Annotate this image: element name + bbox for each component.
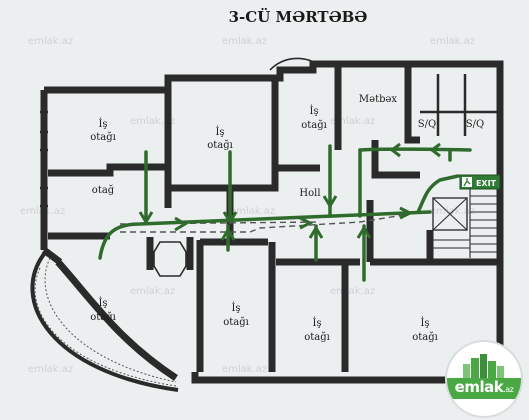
room-wc-left: S/Q: [418, 119, 436, 130]
room-office-round-line1: İş: [98, 297, 107, 309]
room-office-bottom-1-line2: otağı: [223, 317, 249, 328]
corridor-line: [120, 213, 411, 233]
logo-brand: emlak.az: [447, 378, 521, 399]
watermark: emlak.az: [130, 116, 175, 127]
room-left: otağ: [92, 185, 115, 196]
room-office-top-mid-line2: otağı: [207, 140, 233, 151]
room-office-bottom-3-line1: İş: [420, 317, 429, 329]
room-office-bottom-1-line1: İş: [231, 302, 240, 314]
emlak-logo[interactable]: emlak.az: [447, 342, 521, 416]
room-office-top-right-line1: İş: [309, 105, 318, 117]
watermark: emlak.az: [330, 286, 375, 297]
exit-sign: EXIT: [459, 174, 501, 190]
watermark: emlak.az: [330, 116, 375, 127]
room-office-top-left-line1: İş: [98, 118, 107, 130]
room-office-round-line2: otağı: [90, 312, 116, 323]
exit-label: EXIT: [476, 179, 497, 188]
watermark: emlak.az: [230, 206, 275, 217]
watermark: emlak.az: [222, 364, 267, 375]
column: [153, 241, 187, 277]
stairs: [432, 186, 500, 258]
outer-walls: [30, 57, 504, 392]
city-skyline-icon: [463, 354, 504, 380]
watermark: emlak.az: [28, 364, 73, 375]
watermark: emlak.az: [222, 36, 267, 47]
room-office-bottom-2-line1: İş: [312, 317, 321, 329]
watermark: emlak.az: [28, 36, 73, 47]
room-wc-right: S/Q: [466, 119, 484, 130]
floor-title: 3-CÜ MƏRTƏBƏ: [229, 7, 368, 26]
room-office-bottom-3-line2: otağı: [412, 332, 438, 343]
room-kitchen: Mətbəx: [359, 94, 397, 105]
room-office-top-mid-line1: İş: [215, 126, 224, 138]
watermark: emlak.az: [130, 286, 175, 297]
evacuation-route: [98, 142, 472, 282]
room-office-top-right-line2: otağı: [301, 120, 327, 131]
room-office-top-left-line2: otağı: [90, 132, 116, 143]
watermark: emlak.az: [430, 36, 475, 47]
room-office-bottom-2-line2: otağı: [304, 332, 330, 343]
room-hall: Holl: [299, 188, 320, 199]
